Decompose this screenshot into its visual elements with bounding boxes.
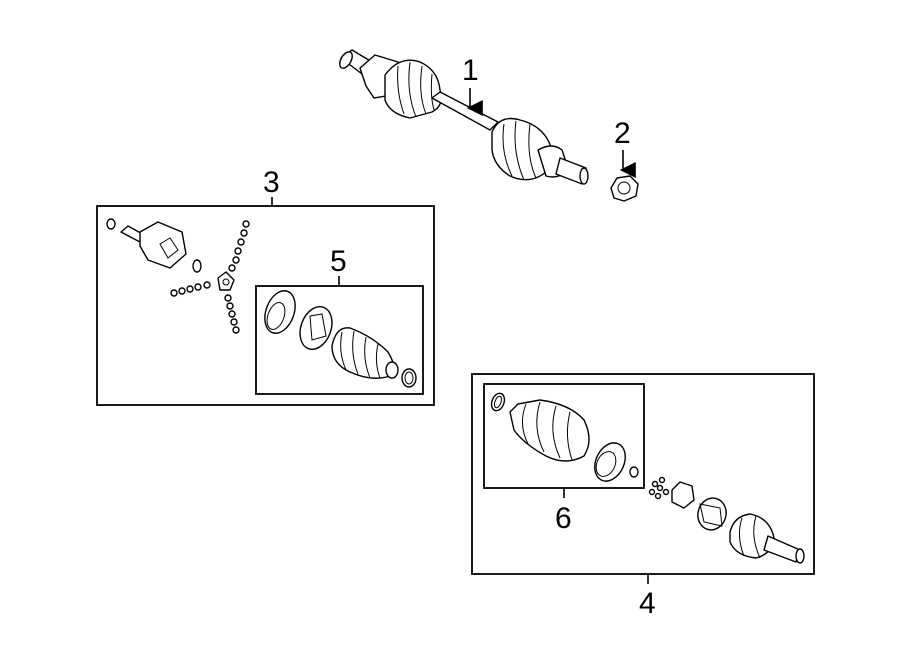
axle-shaft-assembly[interactable] xyxy=(337,49,589,185)
callout-3: 3 xyxy=(263,166,280,199)
outer-joint-kit-box xyxy=(471,373,815,575)
outer-joint-parts[interactable] xyxy=(648,476,805,564)
inner-joint-kit-box xyxy=(96,205,435,406)
callout-4: 4 xyxy=(639,587,656,620)
callout-2: 2 xyxy=(614,117,631,150)
axle-nut[interactable] xyxy=(610,175,639,202)
outer-boot-kit-parts[interactable] xyxy=(489,391,639,486)
inner-boot-kit-parts[interactable] xyxy=(259,287,417,388)
callout-1: 1 xyxy=(462,54,479,87)
inner-joint-housing[interactable] xyxy=(106,218,202,273)
callout-6: 6 xyxy=(555,502,572,535)
callout-5: 5 xyxy=(330,245,347,278)
inner-joint-spider-and-rollers[interactable] xyxy=(170,220,250,334)
